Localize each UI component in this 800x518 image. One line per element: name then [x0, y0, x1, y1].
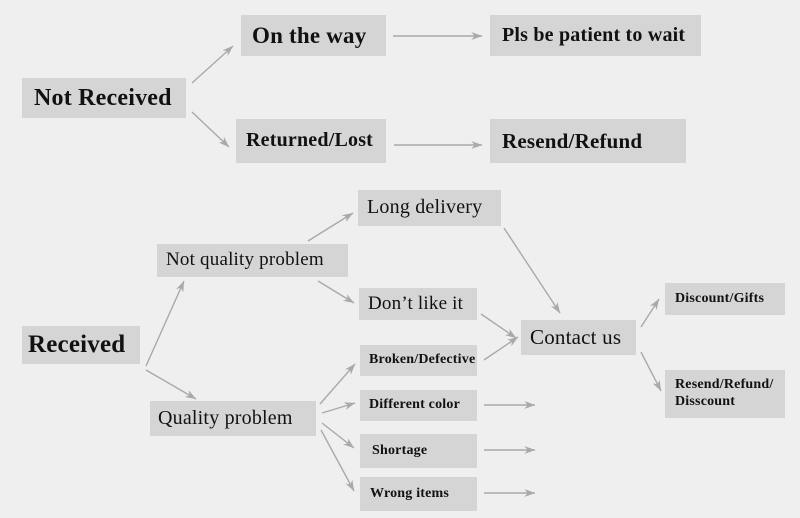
node-discount-gifts[interactable]: Discount/Gifts: [665, 283, 785, 315]
edge-dontlike-contactus: [480, 313, 517, 339]
edge-received-quality: [145, 369, 197, 400]
edge-notreceived-returnedlost: [191, 111, 230, 148]
edge-quality-wrongitems: [320, 429, 355, 492]
node-different-color[interactable]: Different color: [360, 390, 477, 421]
node-returned-lost[interactable]: Returned/Lost: [236, 119, 386, 163]
node-long-delivery[interactable]: Long delivery: [358, 190, 501, 226]
node-contact-us[interactable]: Contact us: [521, 320, 636, 355]
edge-longdelivery-contactus: [503, 227, 561, 314]
edge-notquality-longdelivery: [307, 212, 354, 242]
node-not-received[interactable]: Not Received: [22, 78, 186, 118]
node-resend-refund[interactable]: Resend/Refund: [490, 119, 686, 163]
node-quality-problem[interactable]: Quality problem: [150, 401, 316, 436]
edge-contactus-resendrefunddiscount: [640, 351, 662, 392]
edge-quality-broken: [319, 363, 356, 405]
node-not-quality-problem[interactable]: Not quality problem: [157, 244, 348, 277]
node-broken-defective[interactable]: Broken/Defective: [360, 345, 477, 376]
edge-contactus-discountgifts: [640, 298, 660, 328]
node-resend-refund-disscount[interactable]: Resend/Refund/ Disscount: [665, 370, 785, 418]
edge-notreceived-ontheway: [191, 45, 234, 84]
node-wrong-items[interactable]: Wrong items: [360, 477, 477, 511]
edge-quality-diffcolor: [321, 402, 356, 414]
node-received[interactable]: Received: [22, 326, 140, 364]
node-dont-like-it[interactable]: Don’t like it: [359, 288, 477, 320]
edge-notquality-dontlike: [317, 280, 355, 304]
node-on-the-way[interactable]: On the way: [241, 15, 386, 56]
edge-received-notquality: [145, 280, 185, 367]
edge-quality-shortage: [321, 422, 355, 449]
node-pls-be-patient-to-wait[interactable]: Pls be patient to wait: [490, 15, 701, 56]
edge-broken-contactus: [483, 336, 519, 361]
node-shortage[interactable]: Shortage: [360, 434, 477, 468]
